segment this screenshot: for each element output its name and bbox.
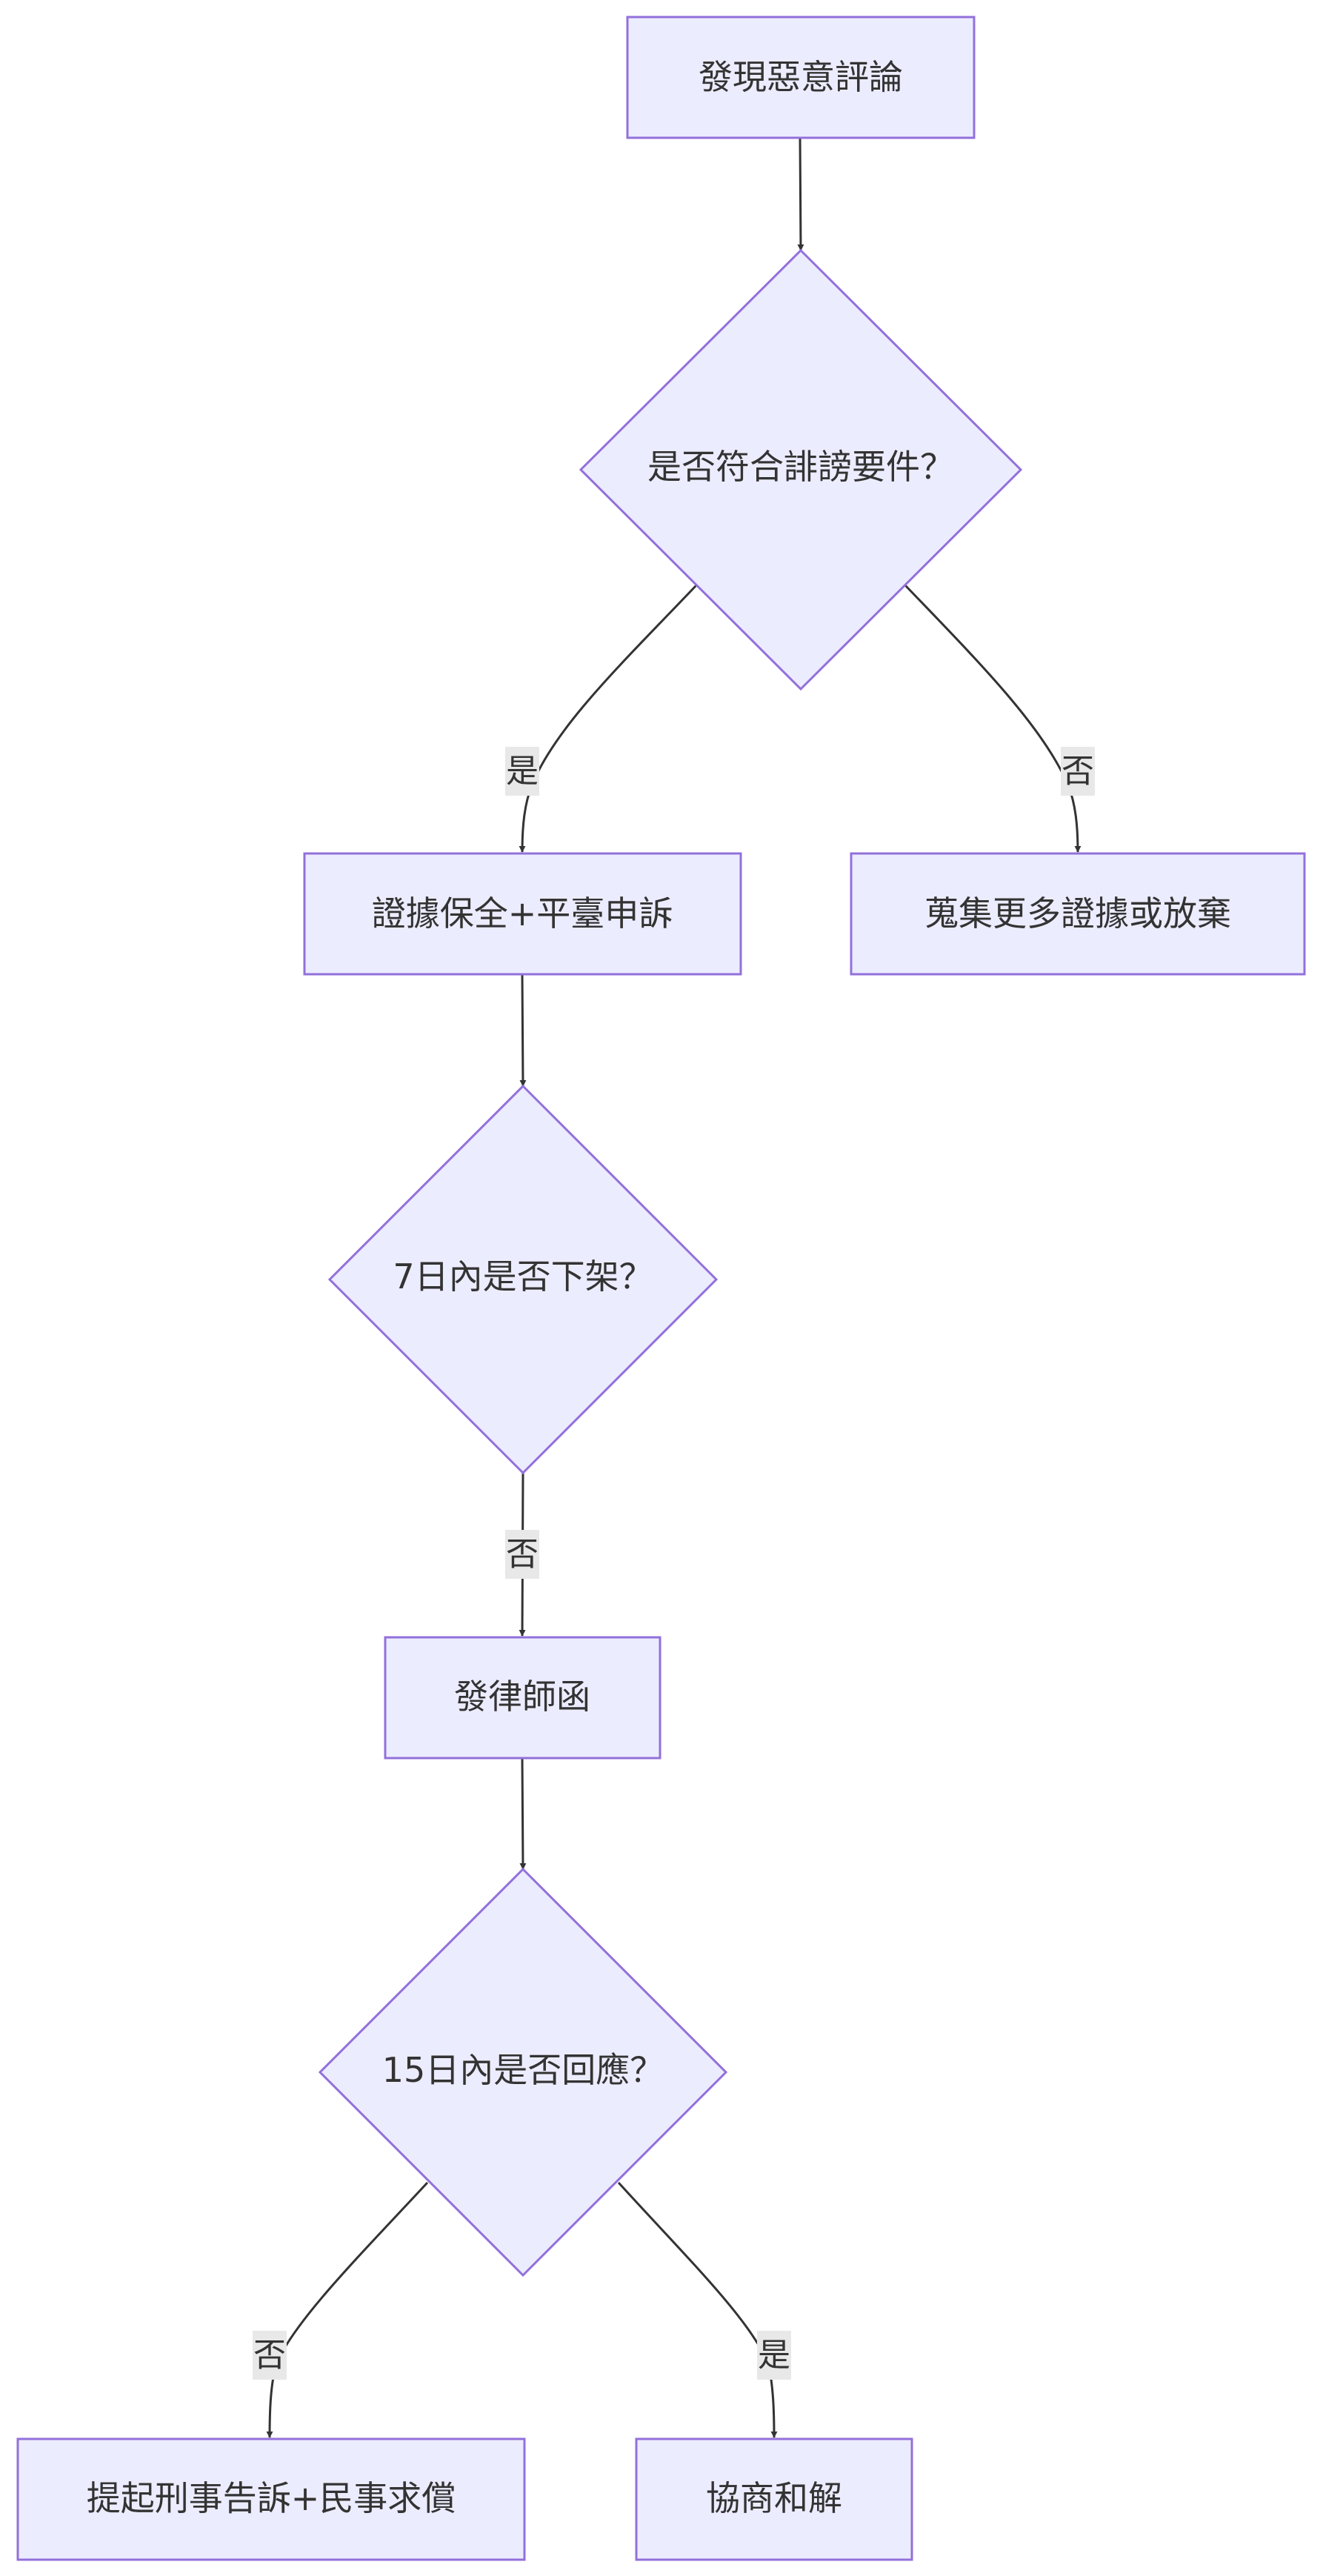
node-label: 是否符合誹謗要件？	[647, 447, 954, 487]
node-defamation-check: 是否符合誹謗要件？	[579, 248, 1023, 691]
edge-label-text: 是	[758, 2337, 790, 2374]
node-label: 15日內是否回應？	[382, 2050, 664, 2090]
node-settle: 協商和解	[635, 2437, 913, 2561]
node-evidence-complaint: 證據保全+平臺申訴	[303, 852, 742, 976]
edge-label-defamation-no: 否	[1061, 747, 1095, 796]
node-found: 發現惡意評論	[626, 16, 976, 139]
node-label: 協商和解	[706, 2478, 842, 2518]
edge-response-yes	[617, 2181, 778, 2438]
edge-label-text: 否	[506, 1536, 539, 1574]
node-response-check: 15日內是否回應？	[318, 1867, 728, 2277]
edge-found-to-defamation-check	[797, 137, 804, 251]
node-lawyer-letter: 發律師函	[384, 1636, 662, 1760]
node-label: 發現惡意評論	[699, 57, 903, 97]
edge-evidence-to-removed-check	[519, 974, 527, 1087]
edge-label-defamation-yes: 是	[505, 747, 539, 796]
edge-response-no	[266, 2181, 429, 2438]
edge-label-text: 是	[506, 753, 539, 791]
edge-defamation-no	[904, 584, 1082, 853]
node-label: 證據保全+平臺申訴	[372, 893, 673, 933]
edge-label-text: 否	[253, 2337, 286, 2374]
node-label: 7日內是否下架？	[393, 1257, 653, 1297]
node-label: 提起刑事告訴+民事求償	[87, 2478, 456, 2518]
node-collect-or-abandon: 蒐集更多證據或放棄	[850, 852, 1306, 976]
node-label: 蒐集更多證據或放棄	[924, 893, 1231, 933]
edge-lawyer-to-response-check	[519, 1757, 527, 1870]
edge-label-response-yes: 是	[757, 2331, 791, 2380]
edge-defamation-yes	[519, 584, 698, 853]
edge-label-text: 否	[1062, 753, 1094, 791]
node-lawsuit: 提起刑事告訴+民事求償	[16, 2437, 526, 2561]
edge-label-response-no: 否	[253, 2331, 287, 2380]
edge-label-removed-no: 否	[505, 1530, 539, 1579]
node-removed-check: 7日內是否下架？	[327, 1084, 719, 1475]
node-label: 發律師函	[454, 1677, 590, 1717]
